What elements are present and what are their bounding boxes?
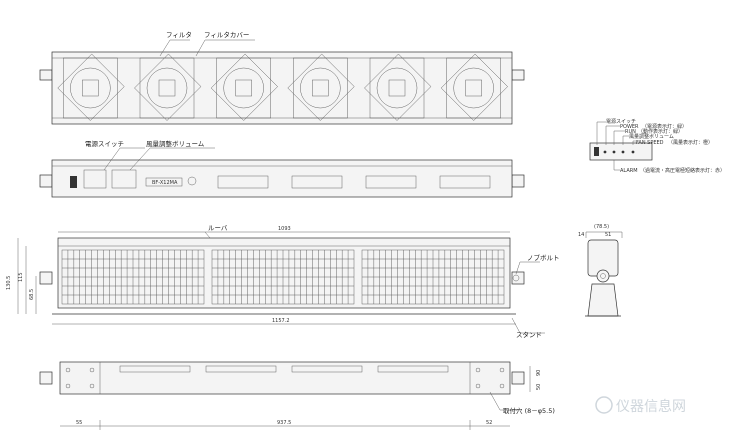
- top-housing: [51, 51, 513, 125]
- fan-filter-row: [57, 53, 508, 121]
- panel-power-note: （電源表示灯：緑）: [642, 123, 687, 130]
- top-right-bracket: [511, 69, 525, 81]
- louver-view: [17, 231, 545, 334]
- bottom-dim-r1: 90: [536, 370, 542, 376]
- front-window: [439, 175, 491, 189]
- front-window: [217, 175, 269, 189]
- panel-alarm: ALARM: [620, 168, 638, 174]
- panel-run: RUN: [625, 129, 636, 135]
- power-switch-icon: [70, 176, 77, 188]
- front-housing: [51, 159, 513, 198]
- mount-hole: [475, 367, 481, 373]
- panel-detail: [589, 121, 653, 171]
- mount-hole: [499, 383, 505, 389]
- knob-bolt-label: ノブボルト: [527, 253, 560, 262]
- bottom-right-bracket: [511, 371, 525, 385]
- bottom-segment: [377, 365, 449, 373]
- louver-bay: [211, 249, 355, 305]
- louver-left-bracket: [39, 271, 53, 285]
- volume-label: 風量調整ボリューム: [146, 139, 205, 148]
- bottom-segment-row: [119, 365, 449, 373]
- panel-run-note: （動作表示灯：緑）: [638, 128, 683, 135]
- dim-total: 1157.2: [272, 318, 290, 324]
- front-view: [39, 147, 525, 198]
- side-stand: [587, 283, 619, 317]
- watermark: 仪器信息网: [616, 398, 686, 415]
- side-view: [585, 231, 623, 317]
- mount-hole: [65, 383, 71, 389]
- mount-hole: [499, 367, 505, 373]
- bottom-segment: [291, 365, 363, 373]
- side-knob-icon: [596, 269, 610, 283]
- louver-bay: [61, 249, 205, 305]
- louver-right-bracket: [511, 271, 525, 285]
- fan-filter: [57, 53, 125, 121]
- bottom-segment: [119, 365, 191, 373]
- panel-power: POWER: [620, 124, 639, 130]
- side-dim-top: (78.5): [594, 224, 609, 230]
- front-right-bracket: [511, 174, 525, 188]
- top-view: [39, 39, 525, 125]
- watermark-logo-icon: [595, 396, 613, 414]
- mount-hole: [89, 367, 95, 373]
- bottom-dim-r2: 50: [536, 384, 542, 390]
- side-dim-mid: 51: [605, 232, 611, 238]
- bottom-dim-right: 52: [486, 420, 492, 426]
- top-left-bracket: [39, 69, 53, 81]
- bottom-segment: [205, 365, 277, 373]
- dim-h1: 130.5: [6, 276, 12, 290]
- dim-h2: 115: [18, 272, 24, 282]
- panel-volume: 風量調整ボリューム: [629, 133, 674, 140]
- front-window: [291, 175, 343, 189]
- fan-filter: [440, 53, 508, 121]
- louver-bay: [361, 249, 505, 305]
- fan-filter: [210, 53, 278, 121]
- louver-grid: [61, 249, 505, 305]
- bottom-dim-left: 55: [76, 420, 82, 426]
- fan-filter: [287, 53, 355, 121]
- logo-icon: [187, 176, 197, 186]
- panel-power-switch: 電源スイッチ: [606, 118, 636, 125]
- front-window-row: [217, 175, 491, 189]
- panel-fan-speed-note: （風量表示灯：橙）: [668, 139, 713, 146]
- side-dim-left: 14: [578, 232, 584, 238]
- panel-switch-icon: [594, 147, 599, 156]
- dim-width: 1093: [278, 226, 291, 232]
- dim-h3: 68.5: [29, 289, 35, 300]
- filter-label: フィルタ: [166, 30, 192, 39]
- bottom-dim-center: 937.5: [277, 420, 291, 426]
- mount-hole: [475, 383, 481, 389]
- panel-fan-speed: FAN SPEED: [636, 140, 664, 146]
- front-window: [365, 175, 417, 189]
- louver-housing: [57, 237, 511, 309]
- mount-hole-label: 取付穴 (8－φ5.5): [503, 406, 555, 415]
- mount-hole: [89, 383, 95, 389]
- bottom-view: [39, 361, 531, 430]
- knob-bolt-icon: [512, 274, 520, 282]
- power-switch-label: 電源スイッチ: [85, 139, 124, 148]
- panel-alarm-note: （過電流・高圧電極短絡表示灯：赤）: [640, 167, 725, 174]
- model-label: BF-X12MA: [152, 180, 178, 186]
- filter-cover-label: フィルタカバー: [204, 30, 249, 39]
- louver-label: ルーバ: [208, 224, 228, 232]
- stand-label: スタンド: [516, 330, 542, 339]
- fan-filter: [134, 53, 202, 121]
- fan-filter: [364, 53, 432, 121]
- panel-box: [589, 142, 653, 161]
- bottom-housing: [59, 361, 511, 395]
- bottom-left-bracket: [39, 371, 53, 385]
- mount-hole: [65, 367, 71, 373]
- front-left-bracket: [39, 174, 53, 188]
- mount-holes: [65, 367, 505, 389]
